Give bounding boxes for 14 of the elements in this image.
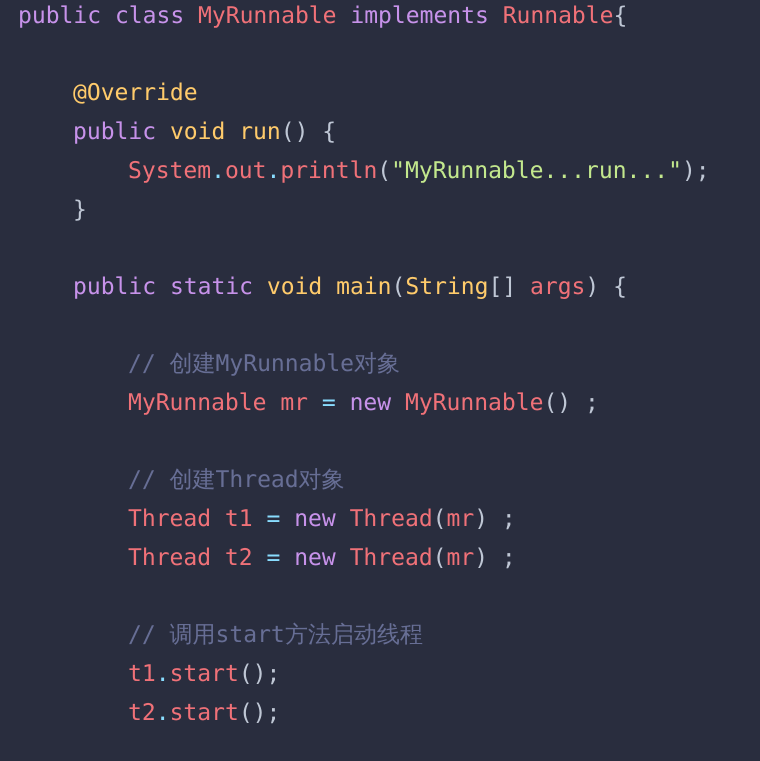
code-comment: // 创建MyRunnable对象 bbox=[128, 350, 400, 380]
code-line: t1.start(); bbox=[128, 660, 280, 689]
code-line: @Override bbox=[73, 79, 198, 108]
code-line: System.out.println("MyRunnable...run..."); bbox=[128, 156, 710, 186]
code-comment: // 调用start方法启动线程 bbox=[128, 621, 423, 650]
code-line: public static void main(String[] args) { bbox=[73, 272, 627, 302]
code-line: public class MyRunnable implements Runnable{ bbox=[18, 2, 628, 31]
code-comment: // 创建Thread对象 bbox=[128, 466, 345, 496]
code-line: Thread t1 = new Thread(mr) ; bbox=[128, 505, 516, 534]
code-line: Thread t2 = new Thread(mr) ; bbox=[128, 544, 516, 573]
code-line: MyRunnable mr = new MyRunnable() ; bbox=[128, 389, 599, 418]
code-line: t2.start(); bbox=[128, 698, 280, 728]
code-line: } bbox=[73, 196, 87, 224]
code-line: public void run() { bbox=[73, 118, 336, 148]
